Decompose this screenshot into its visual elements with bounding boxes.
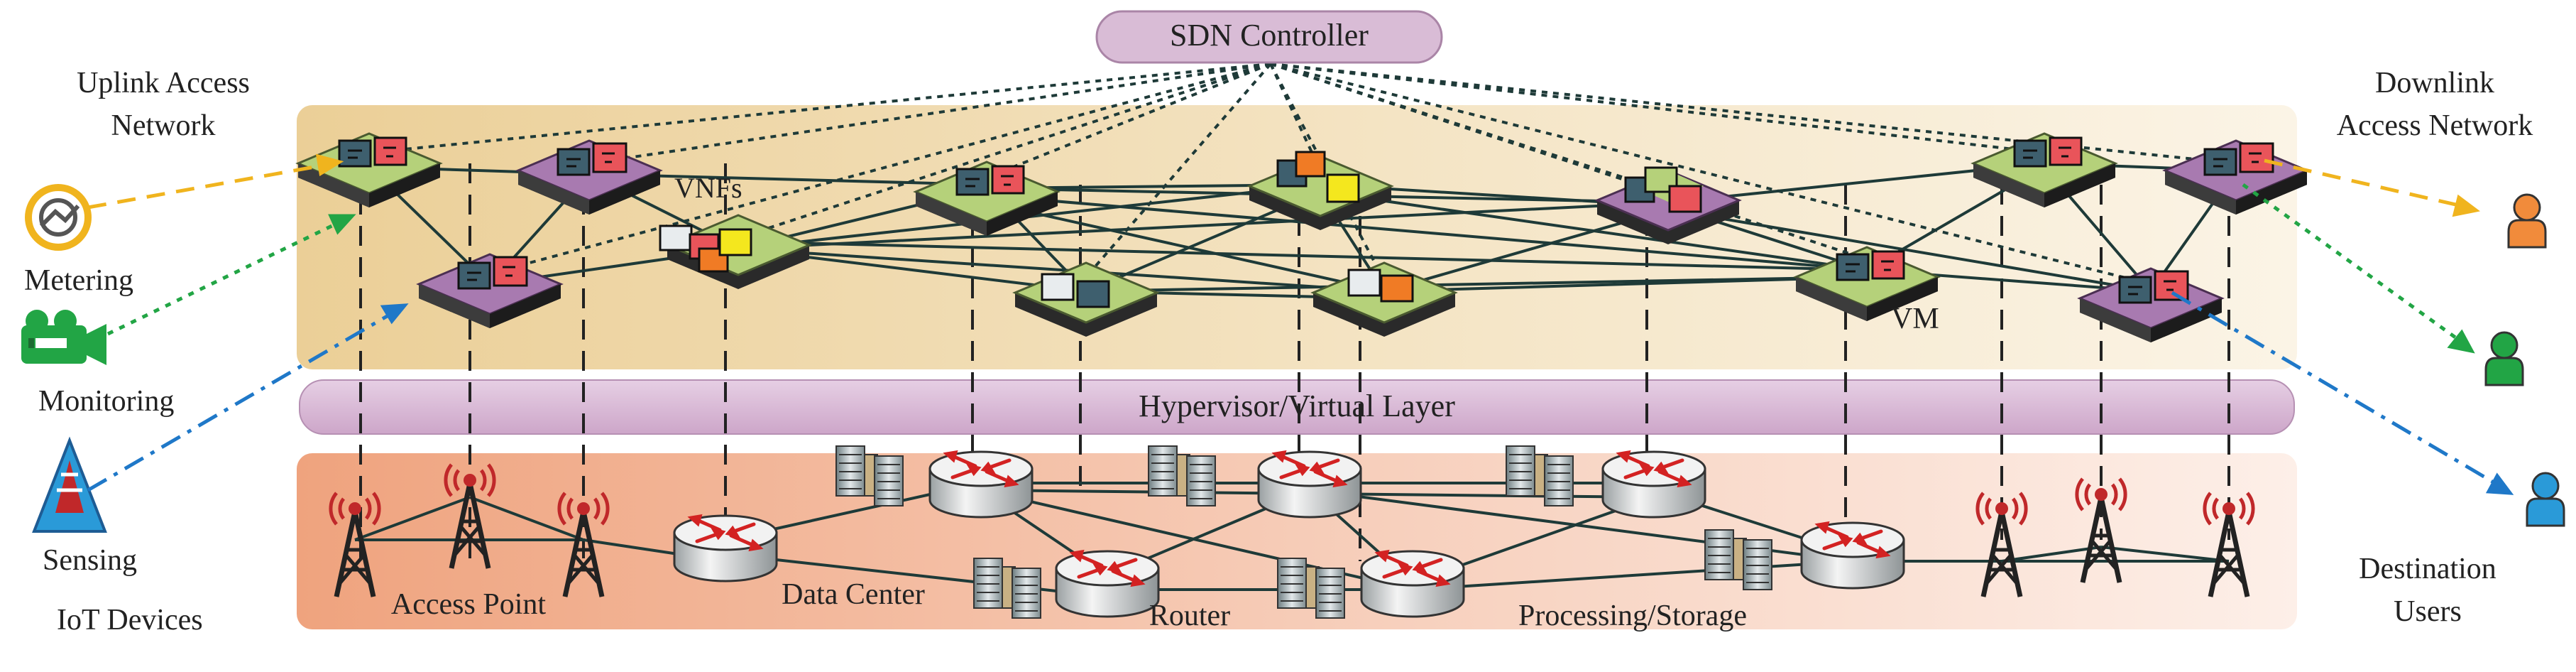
physical-network-band	[297, 453, 2297, 629]
mapping-lines	[359, 163, 2230, 561]
control-links	[368, 63, 2237, 286]
user-icon	[2507, 193, 2547, 249]
antenna-icon	[32, 436, 107, 533]
vnfs-label: VNFs	[674, 172, 742, 204]
uplink-label-line1: Uplink Access	[77, 67, 250, 99]
virtual-switch-vnf-cluster	[659, 214, 812, 289]
router-icon	[1802, 523, 1904, 588]
router-label: Router	[1149, 600, 1230, 632]
data-center-label: Data Center	[782, 578, 925, 611]
virtual-switch	[1594, 166, 1742, 244]
virtual-switch	[1012, 261, 1160, 337]
metering-label: Metering	[24, 264, 133, 297]
router-icon	[1361, 551, 1464, 617]
uplink-arrows	[87, 153, 409, 492]
downlink-label-line1: Downlink	[2375, 67, 2494, 99]
sdn-controller-label: SDN Controller	[1170, 18, 1369, 53]
access-point-label: Access Point	[391, 588, 546, 621]
user-icon	[2526, 472, 2565, 527]
destination-label-line2: Users	[2394, 595, 2462, 628]
router-icon	[930, 452, 1032, 517]
uplink-label-line2: Network	[111, 109, 216, 142]
router-icon	[674, 516, 777, 581]
virtual-switch	[1246, 151, 1394, 230]
vm-label: VM	[1891, 303, 1939, 335]
router-icon	[1259, 452, 1361, 517]
sdn-controller	[1095, 10, 1443, 64]
camera-icon	[21, 310, 106, 365]
virtual-links	[368, 162, 2237, 300]
virtual-network-band	[297, 105, 2297, 369]
hypervisor-layer	[299, 379, 2295, 435]
user-icon	[2484, 331, 2524, 386]
virtual-switch	[1310, 261, 1458, 337]
router-icon	[1603, 452, 1705, 517]
monitoring-label: Monitoring	[38, 385, 174, 418]
processing-storage-label: Processing/Storage	[1518, 600, 1747, 632]
sensing-label: Sensing	[43, 544, 137, 577]
downlink-label-line2: Access Network	[2337, 109, 2533, 142]
router-icon	[1056, 551, 1158, 617]
downlink-arrows	[2171, 158, 2514, 495]
destination-label-line1: Destination	[2359, 553, 2496, 585]
meter-icon	[25, 184, 92, 251]
hypervisor-label: Hypervisor/Virtual Layer	[1139, 389, 1455, 423]
iot-devices-label: IoT Devices	[57, 604, 203, 636]
